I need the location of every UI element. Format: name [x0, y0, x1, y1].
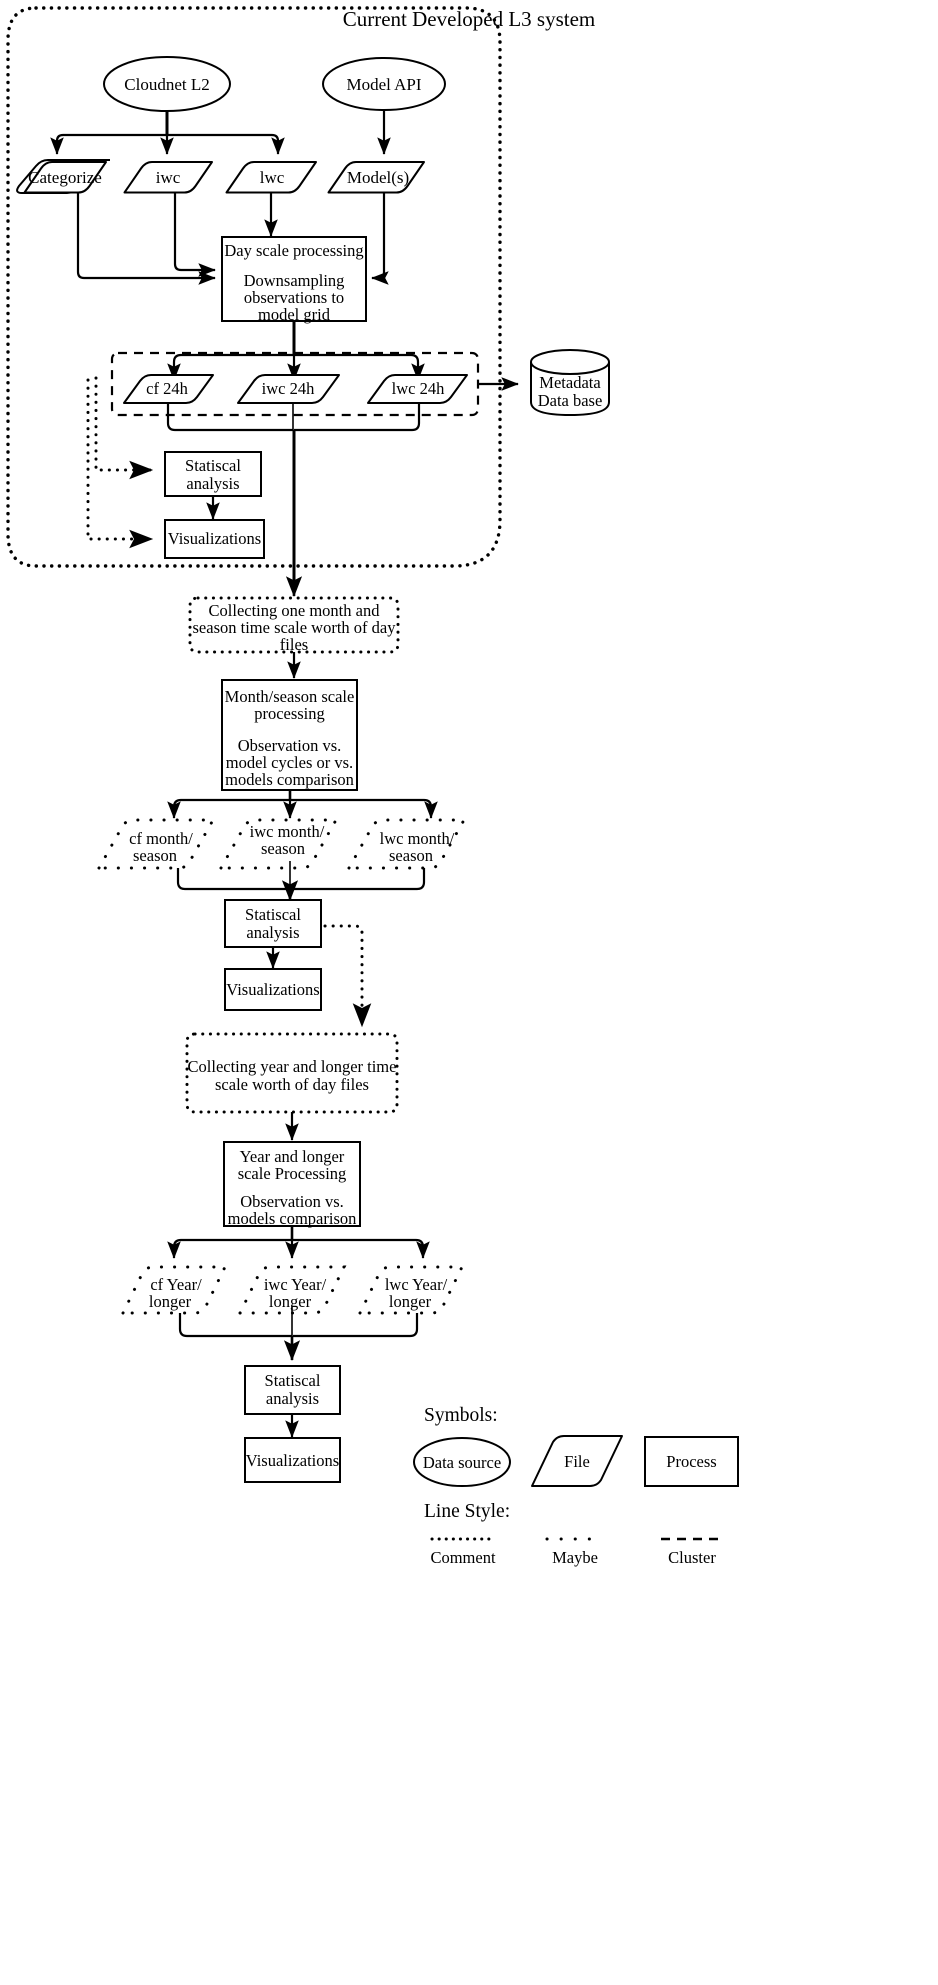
- node-visualizations-2-shape: [224, 968, 322, 1011]
- node-iwc24h-shape: [237, 374, 340, 404]
- node-iwc-month-line2: season: [261, 839, 305, 858]
- node-models-shape: [327, 161, 425, 194]
- node-statiscal-analysis-1-line2: analysis: [186, 474, 240, 493]
- node-collecting-month-line2: season time scale worth of day: [192, 618, 396, 637]
- node-cf-month-shape: [96, 818, 216, 870]
- legend-cluster-label: Cluster: [668, 1548, 716, 1567]
- node-lwc-year-line2: longer: [388, 1292, 432, 1311]
- node-iwc24h-label: iwc 24h: [261, 379, 315, 398]
- node-statiscal-analysis-3-line1: Statiscal: [264, 1371, 321, 1390]
- node-models-label: Model(s): [346, 168, 410, 187]
- node-cf-month-line2: season: [133, 846, 177, 865]
- legend-comment-label: Comment: [430, 1548, 496, 1567]
- node-visualizations-2-label: Visualizations: [226, 980, 320, 999]
- node-metadata-database-shape: [530, 362, 610, 417]
- node-year-processing-line4: models comparison: [227, 1209, 357, 1228]
- node-day-scale-processing-line2: Downsampling: [243, 271, 345, 290]
- legend-symbols-heading: Symbols:: [424, 1405, 498, 1426]
- node-cf24h-shape: [123, 374, 214, 404]
- node-day-scale-processing-line4: model grid: [258, 305, 330, 324]
- node-lwc24h-shape: [367, 374, 468, 404]
- node-month-season-processing-line4: model cycles or vs.: [225, 753, 354, 772]
- node-collecting-month-shape: [188, 596, 400, 654]
- node-lwc-year-shape: [357, 1265, 465, 1315]
- node-iwc-year-shape: [237, 1265, 347, 1315]
- node-lwc-year-line1: lwc Year/: [384, 1275, 448, 1294]
- node-metadata-database-line2: Data base: [537, 391, 603, 410]
- node-month-season-processing-line5: models comparison: [225, 770, 354, 789]
- node-cf-year-line1: cf Year/: [150, 1275, 202, 1294]
- page-title: Current Developed L3 system: [342, 7, 596, 31]
- node-year-processing-line1: Year and longer: [239, 1147, 345, 1166]
- node-cf-month-line1: cf month/: [129, 829, 193, 848]
- node-month-season-processing-line2: processing: [254, 704, 325, 723]
- node-cf-year-shape: [120, 1265, 228, 1315]
- node-statiscal-analysis-3-shape: [244, 1365, 341, 1415]
- node-lwc-month-line1: lwc month/: [379, 829, 455, 848]
- node-cf24h-label: cf 24h: [146, 379, 188, 398]
- node-visualizations-3-label: Visualizations: [245, 1451, 340, 1470]
- node-statiscal-analysis-2-line2: analysis: [246, 923, 300, 942]
- node-year-processing-line3: Observation vs.: [240, 1192, 344, 1211]
- legend-file-label: File: [564, 1452, 590, 1471]
- node-iwc-month-line1: iwc month/: [249, 822, 325, 841]
- node-visualizations-3-shape: [244, 1437, 341, 1483]
- node-lwc-month-line2: season: [389, 846, 433, 865]
- legend-maybe-label: Maybe: [552, 1548, 598, 1567]
- node-iwc-year-line1: iwc Year/: [263, 1275, 327, 1294]
- node-day-scale-processing-shape: [221, 236, 367, 322]
- node-statiscal-analysis-1-line1: Statiscal: [185, 456, 241, 475]
- node-model-api-label: Model API: [346, 75, 422, 94]
- node-categorize-label: Categorize: [28, 168, 102, 187]
- legend-data-source-label: Data source: [422, 1453, 502, 1472]
- node-cf-year-line2: longer: [148, 1292, 192, 1311]
- node-month-season-processing-line1: Month/season scale: [224, 687, 355, 706]
- node-month-season-processing-line3: Observation vs.: [237, 736, 342, 755]
- legend-process-shape: [644, 1436, 739, 1487]
- node-day-scale-processing-line3: observations to: [243, 288, 345, 307]
- node-statiscal-analysis-2-shape: [224, 899, 322, 948]
- node-visualizations-1-shape: [164, 519, 265, 559]
- node-collecting-year-line1: Collecting year and longer time: [187, 1057, 397, 1076]
- node-year-processing-shape: [223, 1141, 361, 1227]
- legend-line-style-heading: Line Style:: [424, 1501, 511, 1522]
- legend-data-source-shape: [413, 1437, 511, 1487]
- node-iwc-year-line2: longer: [268, 1292, 312, 1311]
- legend-process-label: Process: [666, 1452, 717, 1471]
- node-lwc-shape: [225, 161, 317, 194]
- legend-file-shape: [531, 1435, 623, 1487]
- node-month-season-processing-shape: [221, 679, 358, 791]
- node-lwc-label: lwc: [259, 168, 285, 187]
- node-iwc-label: iwc: [155, 168, 181, 187]
- node-statiscal-analysis-3-line2: analysis: [265, 1389, 320, 1408]
- node-lwc24h-label: lwc 24h: [391, 379, 445, 398]
- node-metadata-database-line1: Metadata: [539, 373, 601, 392]
- node-year-processing-line2: scale Processing: [237, 1164, 347, 1183]
- node-cloudnet-l2-label: Cloudnet L2: [124, 75, 210, 94]
- node-collecting-month-line1: Collecting one month and: [208, 601, 380, 620]
- node-iwc-shape: [123, 161, 213, 194]
- node-collecting-month-line3: files: [279, 635, 309, 654]
- node-day-scale-processing-line1: Day scale processing: [224, 241, 364, 260]
- node-collecting-year-line2: scale worth of day files: [215, 1075, 369, 1094]
- node-statiscal-analysis-2-line1: Statiscal: [245, 905, 301, 924]
- node-visualizations-1-label: Visualizations: [167, 529, 262, 548]
